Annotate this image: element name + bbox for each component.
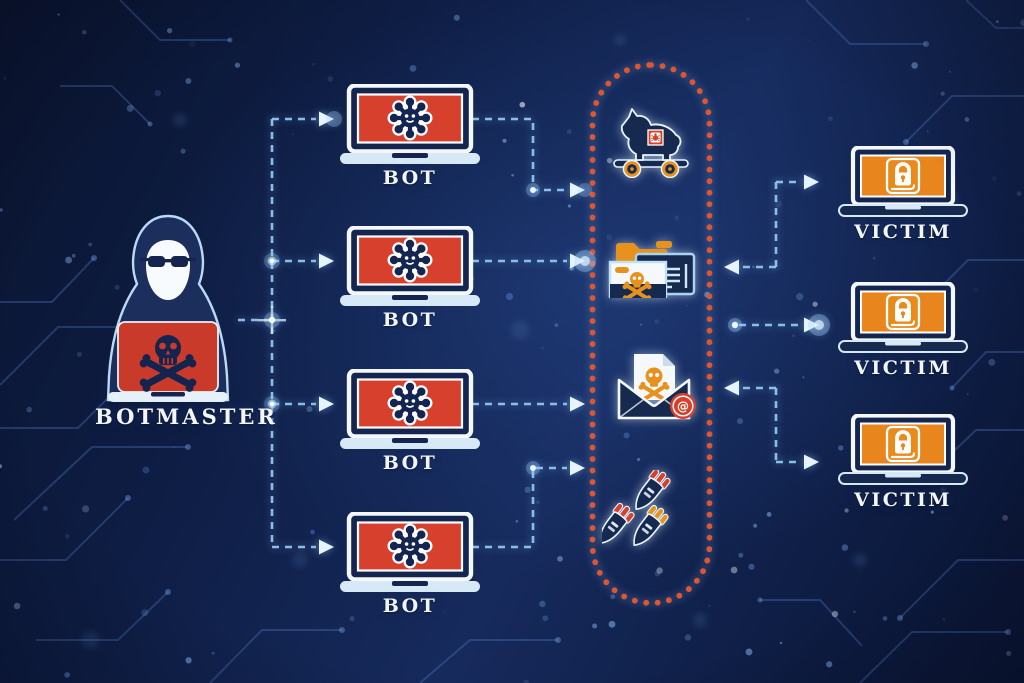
skull-icon <box>638 367 670 405</box>
payload-trojan <box>602 100 700 182</box>
arrowhead-into-capsule-4 <box>570 460 585 476</box>
payload-malicious-email: @ <box>600 352 706 436</box>
bot-label-1: BOT <box>382 167 438 189</box>
hooded-hacker-icon <box>106 214 230 402</box>
arrowhead-to-victim1 <box>804 174 819 190</box>
at-sign-badge: @ <box>670 393 696 419</box>
hacker-face-mask <box>146 240 190 300</box>
malicious-email-icon: @ <box>617 354 696 420</box>
virus-malware-icon <box>387 380 433 426</box>
virus-malware-icon <box>387 237 433 283</box>
arrowhead-to-bot3 <box>319 396 334 412</box>
trojan-wheel-icon <box>622 159 680 179</box>
arrowhead-back-to-capsule-1 <box>724 259 739 275</box>
bot-node-3 <box>340 368 480 455</box>
arrowhead-into-capsule-2 <box>570 253 585 269</box>
payload-to-victim-links <box>724 174 819 470</box>
victim-node-3 <box>838 413 968 490</box>
ransomware-lock-icon <box>885 425 921 463</box>
bot-label-2: BOT <box>382 309 438 331</box>
victim-label-2: VICTIM <box>854 357 952 379</box>
bot-laptop-virus-icon <box>340 511 480 592</box>
arrowhead-to-bot2 <box>319 253 334 269</box>
infected-files-folder-icon <box>608 241 696 304</box>
botmaster-node <box>95 210 247 405</box>
ransomware-lock-icon <box>885 157 921 195</box>
missile-icon <box>633 504 669 547</box>
laptop-base-notch <box>151 392 185 397</box>
victim-laptop-lock-icon <box>838 145 968 217</box>
botmaster-laptop-base <box>108 392 228 402</box>
arrowhead-into-capsule-1 <box>570 182 585 198</box>
hacker-glasses-icon <box>140 256 196 267</box>
c2-command-links <box>238 111 334 555</box>
bot-node-1 <box>340 83 480 170</box>
bot-label-3: BOT <box>382 452 438 474</box>
ransomware-lock-icon <box>885 293 921 331</box>
arrowhead-back-to-capsule-2 <box>724 380 739 396</box>
arrowhead-to-victim2 <box>804 317 819 333</box>
virus-malware-icon <box>387 523 433 569</box>
glow-junction-nodes <box>258 111 830 475</box>
arrowhead-to-victim3 <box>804 454 819 470</box>
victim-node-2 <box>838 281 968 358</box>
missile-icon <box>635 468 671 511</box>
infected-file-card <box>608 260 668 304</box>
trojan-horse-icon <box>613 108 689 179</box>
payload-capsule-dotted-border <box>589 62 713 606</box>
arrowhead-to-bot4 <box>319 539 334 555</box>
bot-label-4: BOT <box>382 595 438 617</box>
bot-laptop-virus-icon <box>340 225 480 306</box>
svg-text:@: @ <box>677 400 689 414</box>
skull-crossbones-icon <box>139 335 197 392</box>
payload-missiles <box>599 468 696 562</box>
victim-laptop-lock-icon <box>838 281 968 353</box>
missile-bombs-icon <box>599 468 671 547</box>
virus-malware-icon <box>387 95 433 141</box>
botmaster-label: BOTMASTER <box>95 404 278 429</box>
victim-laptop-lock-icon <box>838 413 968 485</box>
victim-label-1: VICTIM <box>854 221 952 243</box>
bot-to-payload-links <box>472 117 585 549</box>
bot-node-4 <box>340 511 480 598</box>
arrowhead-to-bot1 <box>319 111 334 127</box>
victim-node-1 <box>838 145 968 222</box>
missile-icon <box>599 502 635 545</box>
payload-infected-files <box>606 236 698 304</box>
bot-laptop-virus-icon <box>340 83 480 164</box>
bot-laptop-virus-icon <box>340 368 480 449</box>
arrowhead-into-capsule-3 <box>570 396 585 412</box>
bot-node-2 <box>340 225 480 312</box>
victim-label-3: VICTIM <box>854 489 952 511</box>
